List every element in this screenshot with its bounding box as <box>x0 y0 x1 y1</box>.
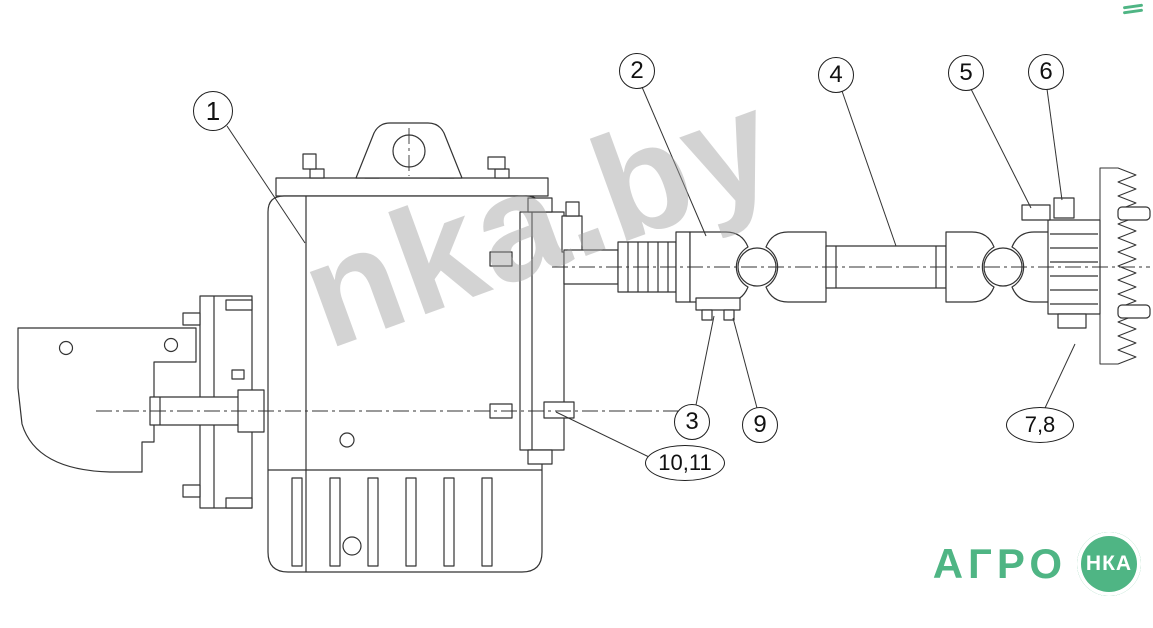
stud-upper <box>1117 206 1151 221</box>
centerlines <box>96 128 1150 412</box>
agro-nka-logo: АГРО НКА <box>933 532 1141 596</box>
callout-10-11: 10,11 <box>645 445 725 481</box>
serrated-flange-disc <box>1099 167 1137 365</box>
callout-1: 1 <box>193 91 233 131</box>
callout-7-8: 7,8 <box>1006 407 1074 443</box>
logo-text-agro: АГРО <box>932 540 1067 587</box>
logo-circle: НКА <box>1077 532 1141 596</box>
bolt-part6 <box>1053 197 1075 219</box>
logo-text-nka: НКА <box>1085 552 1133 575</box>
callout-3: 3 <box>674 404 710 440</box>
universal-joint-front <box>689 231 827 321</box>
bolt-lower <box>1057 313 1087 329</box>
stud-lower <box>1117 304 1151 319</box>
callout-5: 5 <box>948 55 984 91</box>
callout-2: 2 <box>619 53 655 89</box>
callout-9: 9 <box>742 407 778 443</box>
leader-lines <box>226 86 1076 458</box>
callout-4: 4 <box>818 57 854 93</box>
gearbox-housing <box>267 122 549 573</box>
nut-part5 <box>1021 204 1051 221</box>
bearing-plate <box>519 197 583 465</box>
clamp-bracket <box>695 297 741 311</box>
callout-6: 6 <box>1028 54 1064 90</box>
corner-logo-mark-icon <box>1122 3 1147 15</box>
